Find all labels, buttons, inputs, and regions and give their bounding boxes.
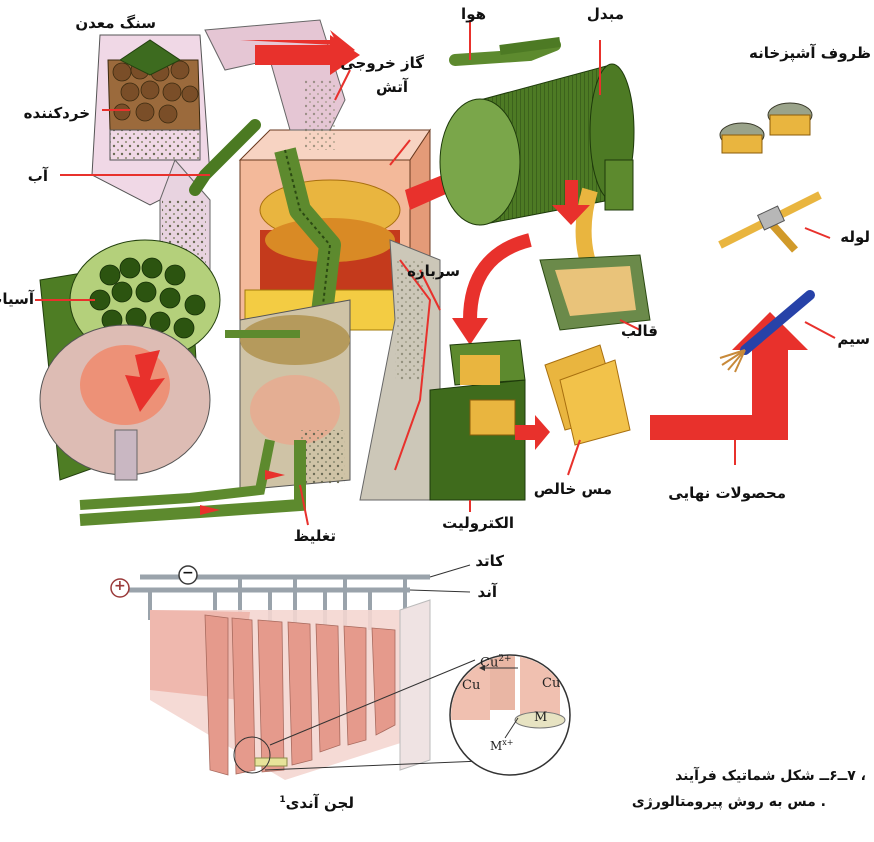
mill-label: آسیاب — [0, 290, 34, 308]
air-label: هوا — [461, 5, 486, 23]
mold — [540, 255, 650, 330]
cookware-label: ظروف آشپزخانه — [749, 44, 871, 62]
electrolysis-cell — [430, 340, 525, 500]
converter-label: مبدل — [587, 5, 624, 23]
caption-line-1: ، ۷ــ۶ــ شکل شماتیک فرآیند — [675, 768, 866, 784]
plus-terminal: + — [114, 578, 126, 594]
inset-cu-right: Cu — [542, 676, 560, 691]
inset-mx: Mx+ — [490, 738, 514, 753]
product-cookware — [720, 103, 812, 153]
inset-cu-ion: Cu2+ — [480, 654, 512, 670]
cathode-label: کاتد — [475, 552, 504, 570]
crusher-label: خردکننده — [24, 104, 90, 122]
wire-label: سیم — [837, 330, 870, 348]
pipe-label: لوله — [840, 228, 870, 246]
inset-m: M — [534, 710, 547, 725]
caption-line-2: . مس به روش پیرومتالورژی — [632, 794, 826, 810]
exhaust-gas-label: گاز خروجی — [340, 54, 424, 72]
anode-label: آند — [478, 583, 497, 601]
ball-mill — [40, 240, 220, 480]
concentration-tank — [225, 300, 350, 490]
fire-label: آتش — [376, 78, 408, 96]
anode-mud-label: لجن آندی1 — [279, 794, 354, 812]
minus-terminal: − — [182, 565, 194, 581]
water-label: آب — [28, 167, 48, 185]
concentration-label: تغلیظ — [294, 527, 336, 545]
product-pipe — [720, 195, 820, 250]
electrolyte-label: الکترولیت — [442, 514, 514, 532]
inset-cu-left: Cu — [462, 678, 480, 693]
slag-label: سرباره — [407, 262, 460, 280]
ore-label: سنگ معدن — [75, 14, 156, 32]
mold-label: قالب — [621, 322, 658, 340]
converter — [440, 42, 634, 225]
pure-copper-plates — [545, 345, 630, 445]
pure-copper-label: مس خالص — [534, 480, 612, 498]
final-products-label: محصولات نهایی — [668, 484, 786, 502]
